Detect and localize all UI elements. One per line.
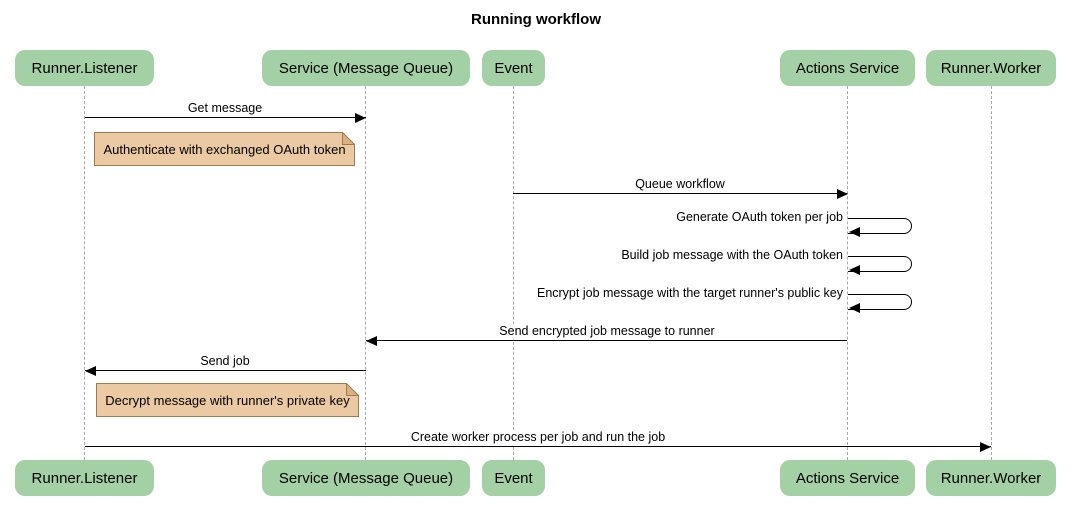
participant-runner-listener-bottom: Runner.Listener: [15, 460, 154, 496]
participant-runner-worker-top: Runner.Worker: [926, 50, 1056, 86]
note-text: Decrypt message with runner's private ke…: [105, 392, 350, 408]
participant-runner-worker-bottom: Runner.Worker: [926, 460, 1056, 496]
lifeline-event: [513, 86, 514, 460]
arrowhead-left-icon: [849, 227, 860, 237]
participant-service-message-queue-top: Service (Message Queue): [262, 50, 470, 86]
arrowhead-left-icon: [366, 336, 377, 346]
participant-event-top: Event: [482, 50, 545, 86]
self-message-label: Encrypt job message with the target runn…: [536, 286, 843, 300]
note-decrypt: Decrypt message with runner's private ke…: [96, 383, 359, 417]
participant-runner-listener-top: Runner.Listener: [15, 50, 154, 86]
arrowhead-right-icon: [980, 442, 991, 452]
participant-actions-service-top: Actions Service: [780, 50, 915, 86]
message-label: Queue workflow: [632, 177, 728, 192]
message-line: [513, 193, 847, 194]
arrowhead-right-icon: [355, 113, 366, 123]
message-line: [85, 117, 366, 118]
message-line: [85, 446, 991, 447]
self-message-loop: [848, 256, 912, 272]
lifeline-service-message-queue: [365, 86, 366, 460]
message-label: Send job: [197, 354, 253, 369]
message-label: Send encrypted job message to runner: [496, 324, 718, 339]
note-authenticate: Authenticate with exchanged OAuth token: [94, 132, 355, 166]
lifeline-actions-service: [847, 86, 848, 460]
participant-event-bottom: Event: [482, 460, 545, 496]
self-message-label: Build job message with the OAuth token: [621, 248, 843, 262]
self-message-loop: [848, 218, 912, 234]
message-line: [85, 370, 366, 371]
self-message-label: Generate OAuth token per job: [676, 210, 843, 224]
lifeline-runner-worker: [991, 86, 992, 460]
message-line: [366, 340, 847, 341]
note-fold-icon: [342, 132, 355, 145]
diagram-title: Running workflow: [471, 11, 601, 28]
note-fold-icon: [346, 383, 359, 396]
message-label: Get message: [184, 101, 266, 116]
message-label: Create worker process per job and run th…: [407, 430, 669, 445]
lifeline-runner-listener: [84, 86, 85, 460]
arrowhead-left-icon: [849, 265, 860, 275]
arrowhead-left-icon: [849, 303, 860, 313]
arrowhead-left-icon: [85, 366, 96, 376]
arrowhead-right-icon: [837, 189, 848, 199]
participant-actions-service-bottom: Actions Service: [780, 460, 915, 496]
note-text: Authenticate with exchanged OAuth token: [103, 141, 346, 157]
participant-service-message-queue-bottom: Service (Message Queue): [262, 460, 470, 496]
self-message-loop: [848, 294, 912, 310]
